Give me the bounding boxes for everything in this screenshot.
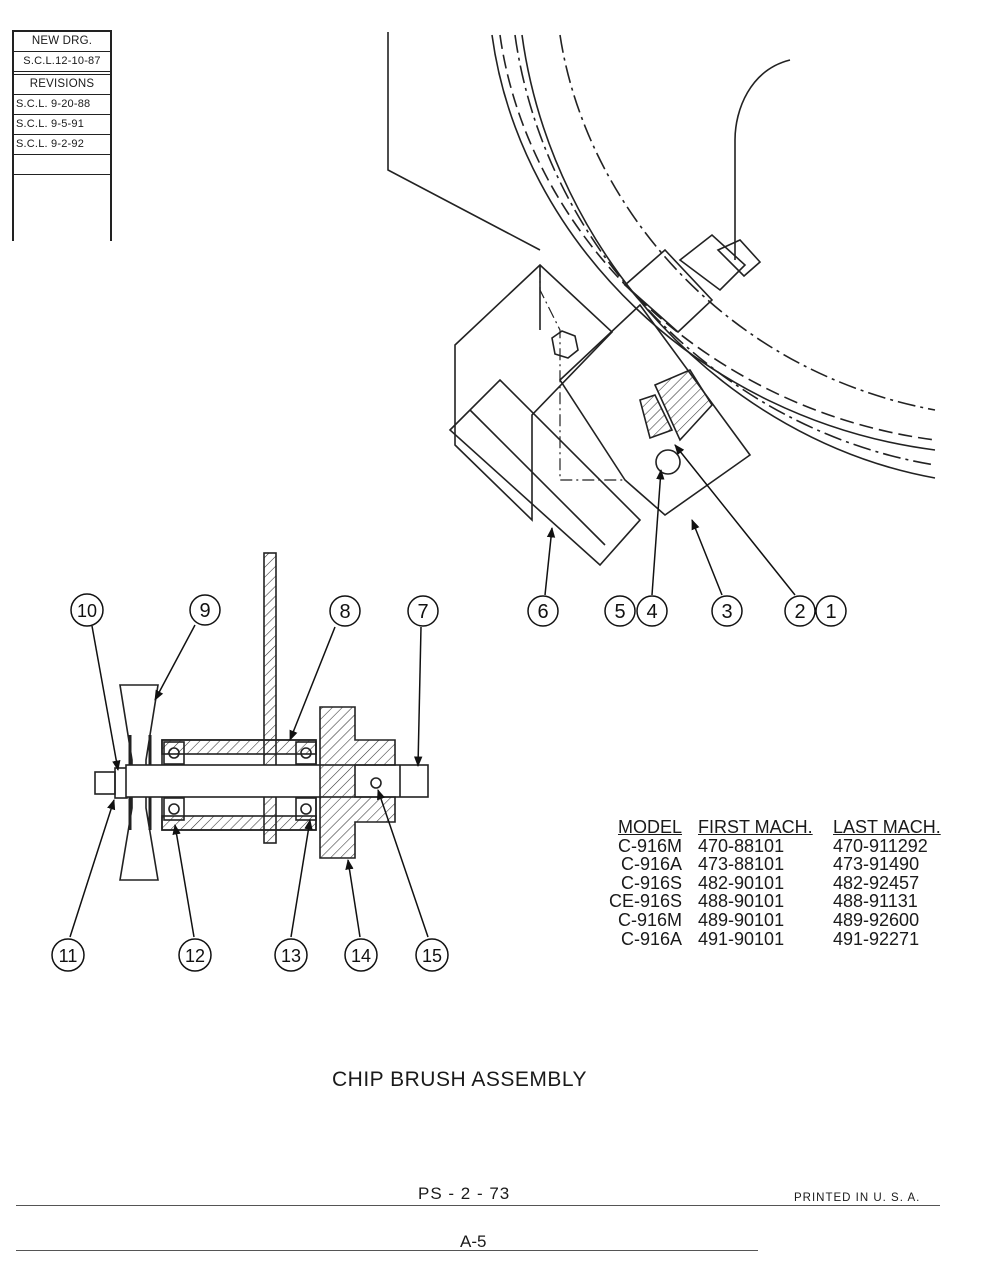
last-mach-cell: 482-92457 [833, 872, 920, 893]
callout-12: 12 [178, 938, 212, 972]
table-row: C-916A 491-90101 491-92271 [606, 928, 953, 949]
last-mach-cell: 470-911292 [833, 835, 928, 856]
table-row: C-916S 482-90101 482-92457 [606, 874, 953, 893]
callout-2: 2 [784, 595, 816, 627]
svg-text:4: 4 [646, 601, 657, 623]
header-last-mach: LAST MACH. [833, 817, 941, 837]
callout-8: 8 [329, 595, 361, 627]
first-mach-cell: 488-90101 [698, 891, 785, 912]
table-row: C-916A 473-88101 473-91490 [606, 855, 953, 874]
svg-text:7: 7 [417, 601, 428, 623]
callout-7: 7 [407, 595, 439, 627]
footer-rule-upper [16, 1205, 940, 1206]
svg-text:1: 1 [825, 601, 836, 623]
callout-14: 14 [344, 938, 378, 972]
table-row: CE-916S 488-90101 488-91131 [606, 892, 953, 911]
model-cell: C-916M [617, 835, 682, 856]
svg-text:12: 12 [185, 946, 205, 966]
svg-text:15: 15 [422, 946, 442, 966]
revision-block: NEW DRG. S.C.L.12-10-87 REVISIONS S.C.L.… [12, 30, 112, 241]
callout-1: 1 [815, 595, 847, 627]
callout-4: 4 [636, 595, 668, 627]
revision-entry: S.C.L. 9-5-91 [14, 115, 110, 135]
first-mach-cell: 482-90101 [698, 872, 785, 893]
last-mach-cell: 473-91490 [833, 854, 920, 875]
new-drawing-entry: S.C.L.12-10-87 [14, 52, 110, 75]
svg-text:10: 10 [77, 601, 97, 621]
new-drawing-label: NEW DRG. [14, 32, 110, 52]
table-row: C-916M 470-88101 470-911292 [606, 835, 953, 856]
first-mach-cell: 491-90101 [698, 928, 785, 949]
svg-text:13: 13 [281, 946, 301, 966]
svg-text:14: 14 [351, 946, 371, 966]
header-first-mach: FIRST MACH. [698, 817, 813, 837]
model-cell: C-916A [620, 854, 682, 875]
revision-entry: S.C.L. 9-20-88 [14, 95, 110, 115]
first-mach-cell: 470-88101 [698, 835, 785, 856]
lower-assembly-view [94, 552, 429, 881]
callout-15: 15 [415, 938, 449, 972]
svg-text:9: 9 [199, 600, 210, 622]
callout-13: 13 [274, 938, 308, 972]
first-mach-cell: 473-88101 [698, 854, 785, 875]
part-sheet-code: PS - 2 - 73 [418, 1184, 511, 1203]
svg-text:6: 6 [537, 601, 548, 623]
svg-text:8: 8 [339, 601, 350, 623]
callout-9: 9 [189, 594, 221, 626]
model-cell: C-916M [617, 909, 682, 930]
printed-in-usa: PRINTED IN U. S. A. [794, 1192, 921, 1204]
upper-assembly-view [387, 32, 936, 567]
table-row: C-916M 489-90101 489-92600 [606, 911, 953, 930]
callout-10: 10 [70, 593, 104, 627]
last-mach-cell: 488-91131 [833, 891, 918, 912]
upper-leader-lines [544, 444, 796, 596]
page-number: A-5 [460, 1232, 487, 1251]
svg-text:11: 11 [59, 946, 78, 966]
revision-entry: S.C.L. 9-2-92 [14, 135, 110, 155]
drawing-title: CHIP BRUSH ASSEMBLY [332, 1068, 587, 1091]
svg-text:2: 2 [794, 601, 805, 623]
last-mach-cell: 489-92600 [833, 909, 920, 930]
header-model: MODEL [617, 817, 682, 837]
footer-rule-lower [16, 1250, 758, 1251]
revision-entry-blank [14, 155, 110, 175]
callout-3: 3 [711, 595, 743, 627]
svg-text:5: 5 [614, 601, 625, 623]
last-mach-cell: 491-92271 [833, 928, 920, 949]
model-serial-table: MODEL FIRST MACH. LAST MACH. C-916M 470-… [606, 818, 953, 948]
callout-6: 6 [527, 595, 559, 627]
table-header-row: MODEL FIRST MACH. LAST MACH. [606, 818, 953, 837]
revisions-label: REVISIONS [14, 75, 110, 95]
svg-text:3: 3 [721, 601, 732, 623]
callout-5: 5 [604, 595, 636, 627]
model-cell: CE-916S [608, 891, 682, 912]
model-cell: C-916S [620, 872, 682, 893]
lower-leader-lines [69, 624, 429, 938]
callout-11: 11 [51, 938, 85, 972]
first-mach-cell: 489-90101 [698, 909, 785, 930]
model-cell: C-916A [620, 928, 682, 949]
